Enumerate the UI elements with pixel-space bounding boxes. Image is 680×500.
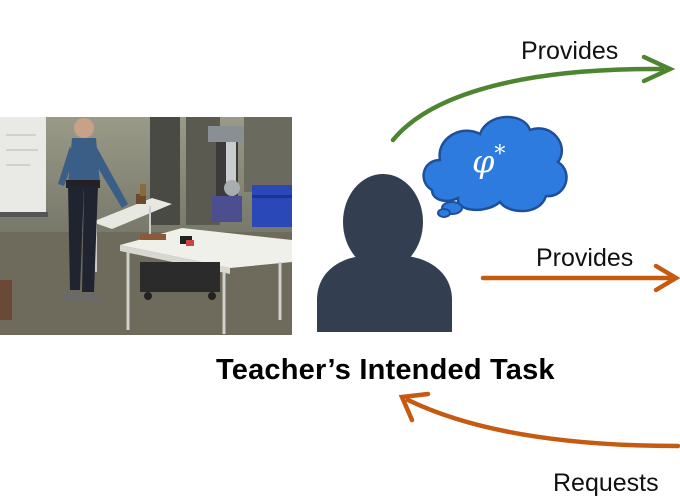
requests-arrow (405, 397, 680, 449)
thought-symbol-superscript: * (494, 142, 506, 167)
provides-arrowhead-green (641, 54, 676, 84)
requests-label: Requests (553, 469, 659, 497)
provides-arrow-green (390, 66, 665, 143)
provides-label-green: Provides (521, 37, 619, 65)
provides-label-orange: Provides (536, 244, 634, 272)
provides-arrowhead-orange (653, 263, 680, 293)
lab-photo (0, 117, 292, 335)
teacher-intended-task-title: Teacher’s Intended Task (216, 354, 555, 386)
requests-arrowhead (398, 391, 431, 423)
person-icon (317, 174, 452, 332)
thought-cloud-icon (422, 115, 568, 218)
thought-symbol: φ* (472, 142, 506, 181)
